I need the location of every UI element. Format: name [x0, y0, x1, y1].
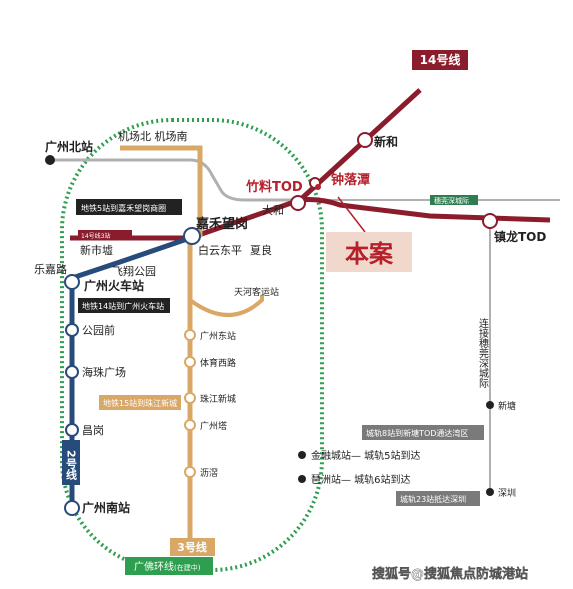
- station-dot-xintang[interactable]: [486, 401, 494, 409]
- label-airport: 机场北 机场南: [118, 129, 188, 143]
- station-dot-south[interactable]: [64, 500, 80, 516]
- label-tianhe: 天河客运站: [234, 286, 279, 298]
- intercity-line-north: [50, 158, 300, 202]
- note-railway: 地铁14站到广州火车站: [82, 301, 164, 311]
- label-zhongluotan: 钟落潭: [331, 172, 370, 188]
- label-lijiao: 沥滘: [200, 468, 218, 479]
- station-dot-xinhe[interactable]: [357, 132, 373, 148]
- station-dot-gongyuan[interactable]: [65, 323, 79, 337]
- station-dot-jiahe[interactable]: [183, 227, 201, 245]
- label-shenzhen: 深圳: [498, 488, 516, 499]
- note-14kuai: 14号线3站: [81, 232, 110, 240]
- label-zhujiang: 珠江新城: [200, 393, 236, 405]
- note-jiahe: 地铁5站到嘉禾望岗商圈: [81, 203, 166, 213]
- note-wanbo: 城轨8站到新塘TOD通达湾区: [366, 428, 468, 438]
- line14-badge-label: 14号线: [420, 52, 461, 67]
- note-shenzhen: 城轨23站抵达深圳: [400, 494, 466, 504]
- station-dot-east[interactable]: [184, 329, 196, 341]
- label-xinshixu: 新市墟: [80, 243, 113, 257]
- note-jiahe-box: [76, 199, 182, 215]
- label-gongyuan: 公园前: [82, 323, 115, 337]
- station-dot-north[interactable]: [45, 155, 55, 165]
- benan-box: [326, 232, 412, 272]
- station-dot-tower[interactable]: [184, 419, 196, 431]
- note-shenzhen-box: [396, 491, 480, 506]
- loop-badge-label: 广佛环线(在建中): [134, 560, 201, 573]
- station-dot-zhenlong[interactable]: [482, 213, 498, 229]
- station-dot-shenzhen[interactable]: [486, 488, 494, 496]
- line14-badge: [412, 50, 468, 70]
- line3-badge: [170, 538, 215, 556]
- label-zhenlong: 镇龙TOD: [494, 229, 546, 244]
- label-railway: 广州火车站: [84, 278, 144, 293]
- line2-badge-label: 2号线: [65, 450, 78, 480]
- label-jinrong: 金融城站— 城轨5站到达: [311, 449, 421, 462]
- intercity-tag-label: 穗莞深城际: [434, 196, 469, 205]
- label-xinhe: 新和: [374, 134, 398, 149]
- note-railway-box: [78, 298, 170, 313]
- station-dot-jinrong[interactable]: [298, 451, 306, 459]
- loop-badge: [125, 557, 213, 575]
- label-feixiang: 飞翔公园: [112, 264, 156, 278]
- label-tiyu: 体育西路: [200, 357, 236, 369]
- label-baiyun: 白云东平: [198, 243, 242, 257]
- station-dot-railway[interactable]: [64, 274, 80, 290]
- line14-track: [70, 88, 551, 241]
- label-haizhu: 海珠广场: [82, 365, 126, 379]
- station-dot-haizhu[interactable]: [65, 365, 79, 379]
- line2-badge: [62, 440, 80, 485]
- benan-marker: [315, 184, 321, 190]
- label-lejia: 乐嘉路: [34, 262, 67, 276]
- station-dot-lijiao[interactable]: [184, 466, 196, 478]
- note-14kuai-box: [78, 230, 132, 240]
- station-dot-dahe[interactable]: [290, 195, 306, 211]
- label-zhuliao-tod: 竹料TOD: [245, 179, 303, 195]
- benan-pointer: [337, 196, 366, 233]
- label-xintang: 新塘: [498, 400, 516, 412]
- station-dot-tiyu[interactable]: [184, 356, 196, 368]
- station-dot-pazhou[interactable]: [298, 475, 306, 483]
- line2-track: [69, 235, 191, 510]
- station-dot-zhujiang[interactable]: [184, 392, 196, 404]
- note-wanbo-box: [362, 425, 484, 440]
- line3-badge-label: 3号线: [177, 540, 207, 554]
- label-guangzhou-north: 广州北站: [45, 139, 93, 154]
- line3-north-vertical: 机场北方向: [203, 181, 211, 217]
- label-changgang: 昌岗: [82, 424, 104, 437]
- station-dot-changgang[interactable]: [65, 423, 79, 437]
- note-zhujiang-box: [99, 395, 181, 410]
- watermark: 搜狐号@搜狐焦点防城港站: [372, 566, 528, 582]
- intercity-vertical-label: 连接穗莞深城际: [477, 317, 489, 389]
- label-east: 广州东站: [200, 330, 236, 342]
- note-zhujiang: 地铁15站到珠江新城: [103, 398, 177, 408]
- label-south: 广州南站: [82, 500, 130, 515]
- label-tower: 广州塔: [200, 420, 227, 432]
- label-dahe: 大和: [262, 203, 284, 217]
- benan-label: 本案: [345, 240, 394, 268]
- line3-tianhe-branch: [188, 295, 264, 317]
- label-xialiang: 夏良: [250, 243, 272, 257]
- label-jiahe: 嘉禾望岗: [195, 216, 248, 232]
- label-pazhou: 琶洲站— 城轨6站到达: [311, 473, 411, 486]
- intercity-tag: [430, 195, 478, 205]
